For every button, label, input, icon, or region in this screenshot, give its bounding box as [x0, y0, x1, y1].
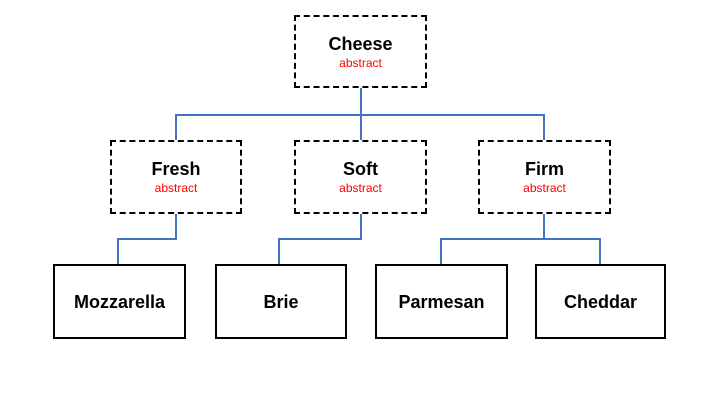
node-brie-title: Brie — [263, 291, 299, 312]
node-mozzarella-title: Mozzarella — [73, 291, 166, 312]
node-cheese-title: Cheese — [328, 33, 393, 54]
node-firm-tag: abstract — [523, 181, 566, 195]
node-cheddar-title: Cheddar — [563, 291, 637, 312]
node-cheese: Cheese abstract — [294, 15, 427, 88]
node-brie: Brie — [215, 264, 347, 339]
node-mozzarella: Mozzarella — [53, 264, 186, 339]
node-fresh-tag: abstract — [154, 181, 198, 195]
node-soft: Soft abstract — [294, 140, 427, 214]
node-firm-title: Firm — [524, 159, 564, 179]
node-parmesan: Parmesan — [375, 264, 508, 339]
node-fresh-title: Fresh — [151, 159, 201, 179]
node-firm: Firm abstract — [478, 140, 611, 214]
node-fresh: Fresh abstract — [110, 140, 242, 214]
node-soft-tag: abstract — [339, 181, 382, 195]
node-parmesan-title: Parmesan — [398, 291, 485, 312]
node-cheese-tag: abstract — [339, 55, 382, 70]
node-cheddar: Cheddar — [535, 264, 666, 339]
node-soft-title: Soft — [343, 159, 378, 179]
